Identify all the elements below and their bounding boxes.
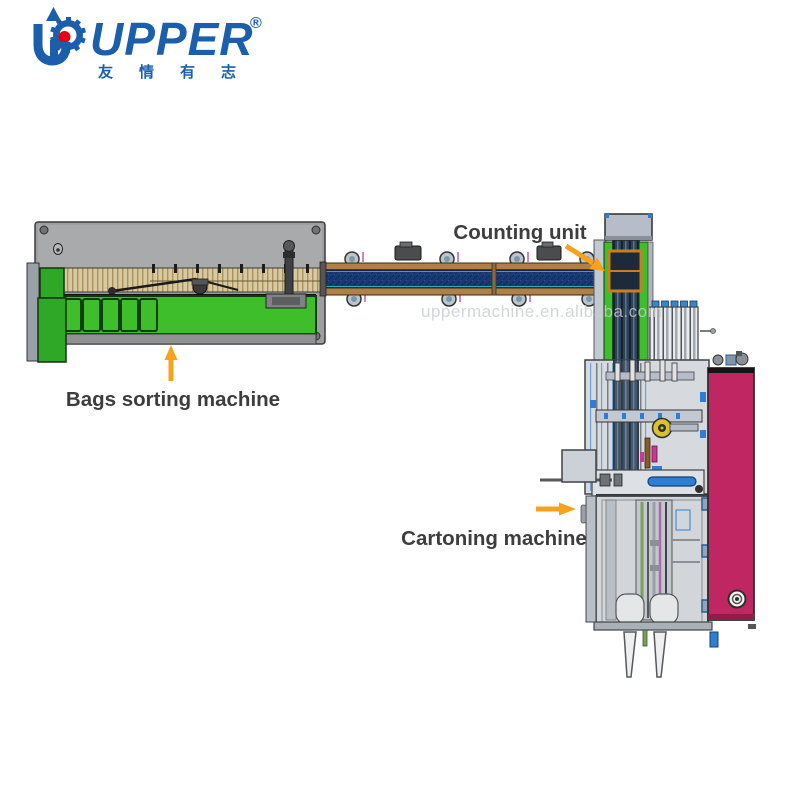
upper-monogram-icon (33, 7, 87, 66)
side-sensor-box (561, 449, 597, 483)
transfer-conveyor (319, 241, 610, 307)
counting-unit-label: Counting unit (453, 221, 586, 244)
panel-knob (727, 589, 747, 609)
conveyor-belt (321, 269, 610, 289)
tower-cap (604, 213, 653, 241)
brand-wordmark: UPPER (90, 13, 253, 65)
bags-sorting-machine (26, 221, 326, 363)
sorting-lever-arm (265, 240, 307, 309)
watermark-text: uppermachine.en.alibaba.com (421, 302, 662, 321)
sorting-lever-rod (111, 277, 197, 293)
annotation-bags-sorting: Bags sorting machine (66, 345, 280, 411)
bags-sorting-arrow-icon (164, 345, 178, 381)
annotation-cartoning: Cartoning machine (401, 502, 587, 550)
left-green-block (39, 267, 65, 299)
logo-red-dot (58, 31, 71, 43)
cartoning-machine (540, 351, 756, 678)
upper-logo: UPPER ® 友情有志 (33, 7, 262, 81)
left-end-plate (26, 262, 40, 362)
panel-top-fittings (712, 351, 749, 366)
belt-items (394, 241, 562, 261)
pusher-cylinder (647, 476, 697, 487)
bags-sorting-label: Bags sorting machine (66, 388, 280, 411)
counting-unit-arrow-icon (564, 243, 605, 271)
machine-leg (623, 631, 637, 678)
registered-trademark: ® (250, 15, 262, 32)
cartoning-label: Cartoning machine (401, 527, 587, 550)
cartoner-side-panel (707, 367, 755, 621)
corner-bolt (39, 225, 49, 235)
brand-tagline: 友情有志 (98, 63, 262, 81)
cartoning-arrow-icon (536, 502, 576, 516)
logo-up-arrow-icon (46, 7, 61, 21)
corner-bolt (311, 225, 321, 235)
machine-leg (653, 631, 667, 678)
annotation-counting-unit: Counting unit (453, 221, 605, 271)
